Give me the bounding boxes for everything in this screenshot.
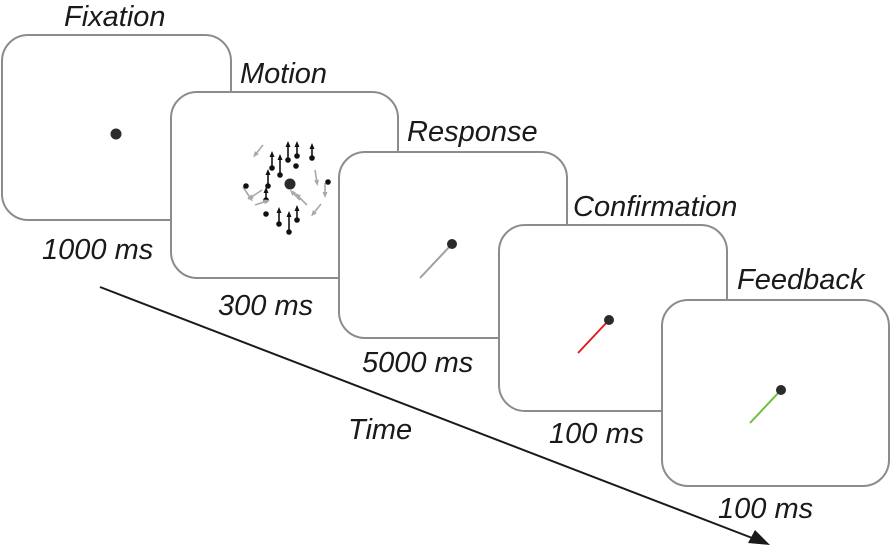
- duration-label-response: 5000 ms: [362, 347, 474, 379]
- motion-dot-noise: [242, 186, 253, 202]
- duration-label-fixation: 1000 ms: [42, 234, 154, 266]
- motion-dot-coherent: [294, 141, 300, 159]
- time-arrow-head: [748, 530, 770, 545]
- motion-dot-noise: [254, 199, 270, 206]
- fixation-dot: [110, 128, 122, 140]
- motion-dot: [263, 211, 269, 217]
- confirmation-dot: [604, 315, 614, 325]
- motion-dot-coherent: [277, 154, 283, 178]
- duration-label-motion: 300 ms: [218, 290, 314, 322]
- frame-feedback: [661, 299, 890, 487]
- duration-label-feedback: 100 ms: [718, 493, 814, 525]
- feedback-line: [749, 389, 782, 424]
- motion-dot-coherent: [265, 169, 271, 189]
- motion-dot-coherent: [286, 211, 292, 235]
- motion-dot: [243, 183, 249, 189]
- motion-dot-noise: [322, 183, 328, 198]
- motion-dot-coherent: [269, 151, 275, 171]
- motion-dot: [325, 179, 331, 185]
- motion-dot-coherent: [294, 205, 300, 223]
- motion-dot: [293, 163, 299, 169]
- time-axis-label: Time: [348, 414, 413, 446]
- stage-label-confirmation: Confirmation: [573, 191, 738, 223]
- motion-dot-noise: [289, 189, 301, 201]
- confirmation-line: [577, 319, 610, 354]
- motion-dot-coherent: [309, 143, 315, 161]
- stage-label-motion: Motion: [240, 58, 328, 90]
- stage-label-feedback: Feedback: [737, 264, 865, 296]
- motion-dot-coherent: [276, 207, 282, 227]
- motion-dot-coherent: [285, 141, 291, 163]
- stage-label-fixation: Fixation: [64, 1, 166, 33]
- motion-dots-field: [242, 141, 331, 235]
- time-arrow-line: [99, 286, 761, 542]
- motion-dot-noise: [253, 144, 264, 158]
- duration-label-confirmation: 100 ms: [549, 418, 645, 450]
- feedback-dot: [776, 385, 786, 395]
- motion-dot-noise: [311, 203, 322, 217]
- response-dot: [447, 239, 457, 249]
- stage-label-response: Response: [407, 116, 538, 148]
- motion-dot-noise: [314, 169, 320, 186]
- motion-fixation-dot: [284, 178, 296, 190]
- motion-dot-noise: [294, 192, 308, 206]
- response-cursor-line: [419, 243, 453, 279]
